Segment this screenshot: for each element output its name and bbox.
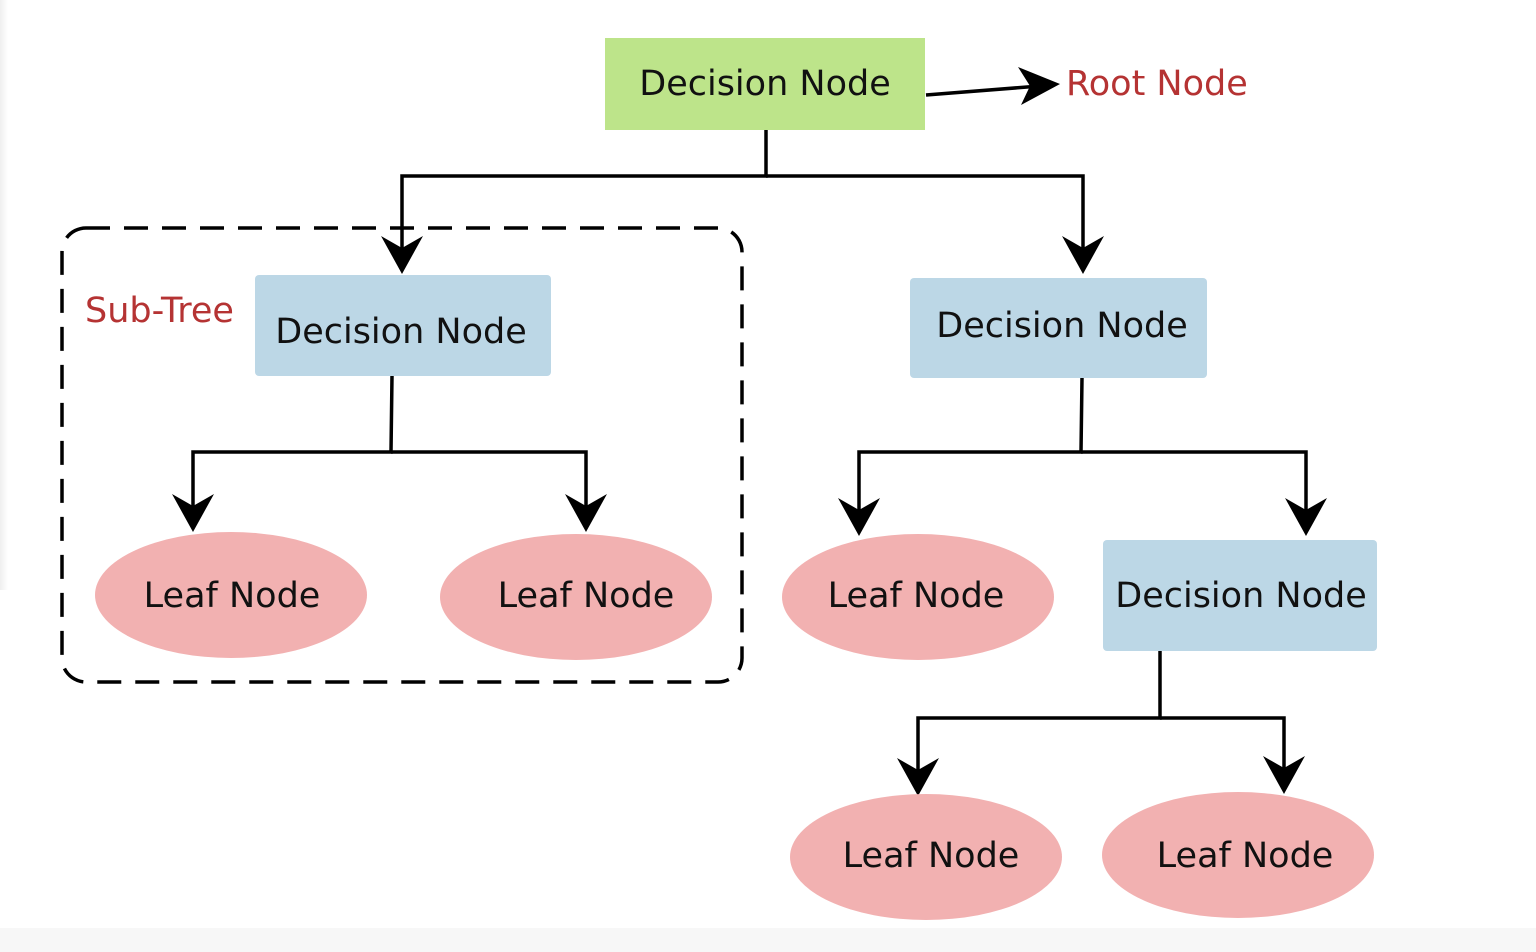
leaf-node-2-label: Leaf Node bbox=[498, 576, 675, 616]
leaf-node-5-shape bbox=[1102, 792, 1374, 918]
left-edge-shadow bbox=[0, 0, 8, 590]
edges bbox=[172, 67, 1327, 796]
root-node-annotation: Root Node bbox=[1066, 64, 1248, 104]
left-decision-node: Decision Node bbox=[255, 275, 551, 376]
edge-left-decision-to-leaf-1 bbox=[191, 375, 394, 510]
subtree-annotation: Sub-Tree bbox=[85, 291, 234, 331]
edge-root-annotation bbox=[925, 84, 1041, 97]
edge-left-decision-to-leaf-2 bbox=[391, 450, 588, 510]
leaf-node-1-label: Leaf Node bbox=[144, 576, 321, 616]
leaf-node-2: Leaf Node bbox=[440, 534, 712, 660]
arrowhead-leaf-4 bbox=[897, 758, 939, 796]
arrowhead-leaf-5 bbox=[1263, 756, 1305, 794]
left-decision-node-label: Decision Node bbox=[275, 312, 526, 352]
edge-right-decision-to-leaf-3 bbox=[857, 377, 1084, 514]
lower-decision-node: Decision Node bbox=[1103, 540, 1377, 651]
bottom-edge-strip bbox=[0, 928, 1536, 952]
leaf-node-3-shape bbox=[782, 534, 1054, 660]
leaf-node-1-shape bbox=[95, 532, 367, 658]
leaf-node-4-label: Leaf Node bbox=[843, 836, 1020, 876]
leaf-node-5-label: Leaf Node bbox=[1157, 836, 1334, 876]
arrowhead-left-decision bbox=[381, 236, 423, 274]
arrowhead-root-annotation bbox=[1018, 67, 1060, 105]
leaf-node-3-label: Leaf Node bbox=[828, 576, 1005, 616]
edge-lower-decision-to-leaf-5 bbox=[1160, 716, 1286, 772]
leaf-node-5: Leaf Node bbox=[1102, 792, 1374, 918]
arrowhead-leaf-3 bbox=[838, 498, 880, 536]
right-decision-node-box bbox=[910, 278, 1207, 378]
root-decision-node-label: Decision Node bbox=[639, 64, 890, 104]
root-decision-node-box bbox=[605, 38, 925, 130]
edge-lower-decision-to-leaf-4 bbox=[916, 651, 1162, 774]
arrowhead-right-decision bbox=[1062, 236, 1104, 274]
right-decision-node: Decision Node bbox=[910, 278, 1207, 378]
root-decision-node: Decision Node bbox=[605, 38, 925, 130]
leaf-node-4: Leaf Node bbox=[790, 794, 1062, 920]
leaf-node-3: Leaf Node bbox=[782, 534, 1054, 660]
edge-root-to-right-decision bbox=[766, 174, 1085, 250]
lower-decision-node-label: Decision Node bbox=[1115, 576, 1366, 616]
leaf-node-1: Leaf Node bbox=[95, 532, 367, 658]
arrowhead-leaf-2 bbox=[565, 494, 607, 532]
left-decision-node-box bbox=[255, 275, 551, 376]
right-decision-node-label: Decision Node bbox=[936, 306, 1187, 346]
lower-decision-node-box bbox=[1103, 540, 1377, 651]
edge-right-decision-to-lower-decision bbox=[1081, 450, 1308, 514]
arrowhead-lower-decision bbox=[1285, 498, 1327, 536]
leaf-node-2-shape bbox=[440, 534, 712, 660]
edge-root-to-left-decision bbox=[400, 130, 768, 250]
arrowhead-leaf-1 bbox=[172, 494, 214, 532]
leaf-node-4-shape bbox=[790, 794, 1062, 920]
